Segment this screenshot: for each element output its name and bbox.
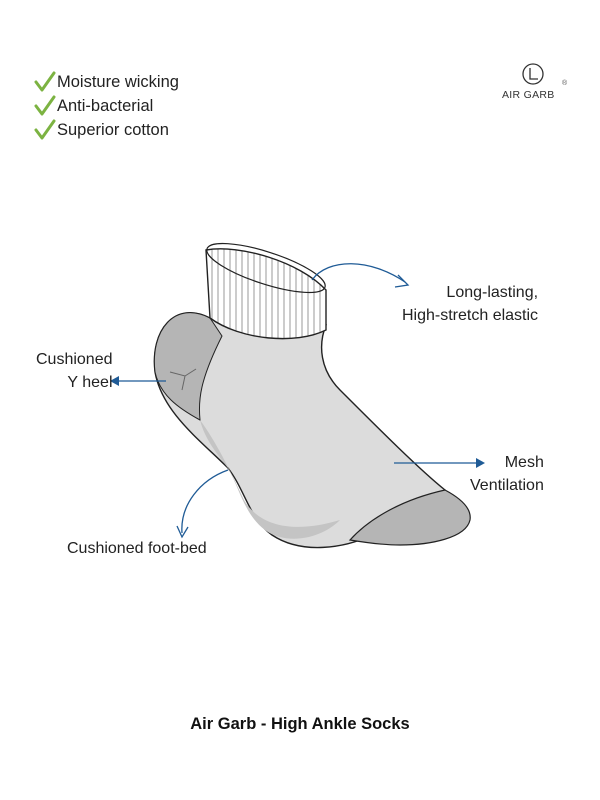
arrow-heel-icon bbox=[110, 376, 166, 386]
callout-elastic-line1: Long-lasting, bbox=[446, 284, 539, 301]
callout-heel: Cushioned Y heel bbox=[36, 348, 113, 394]
feature-item: Superior cotton bbox=[34, 118, 179, 142]
feature-item: Moisture wicking bbox=[34, 70, 179, 94]
sock-heel bbox=[153, 312, 223, 421]
check-icon bbox=[34, 119, 56, 140]
check-icon bbox=[34, 95, 56, 116]
arrow-footbed-icon bbox=[176, 469, 229, 539]
brand-name: AIR GARB bbox=[502, 89, 555, 101]
sock-footbed bbox=[200, 420, 340, 539]
feature-list: Moisture wicking Anti-bacterial Superior… bbox=[34, 70, 179, 142]
arrow-elastic-icon bbox=[311, 263, 410, 288]
callout-mesh-line2: Ventilation bbox=[470, 477, 544, 494]
brand-logo-icon bbox=[522, 63, 544, 85]
feature-label: Anti-bacterial bbox=[57, 96, 154, 115]
callout-heel-line2: Y heel bbox=[67, 374, 113, 391]
sock-cuff bbox=[205, 248, 327, 340]
feature-item: Anti-bacterial bbox=[34, 94, 179, 118]
registered-mark: ® bbox=[562, 80, 568, 87]
sock-toe bbox=[348, 489, 471, 546]
check-icon bbox=[34, 71, 56, 92]
callout-mesh-line1: Mesh bbox=[504, 454, 544, 471]
callout-heel-line1: Cushioned bbox=[36, 351, 113, 368]
callout-footbed: Cushioned foot-bed bbox=[67, 537, 207, 560]
callout-mesh: Mesh Ventilation bbox=[470, 451, 544, 497]
callout-footbed-line1: Cushioned foot-bed bbox=[67, 540, 207, 557]
callout-elastic-line2: High-stretch elastic bbox=[402, 307, 539, 324]
y-heel-seam bbox=[169, 368, 197, 391]
callout-elastic: Long-lasting, High-stretch elastic bbox=[402, 281, 538, 327]
sock-body bbox=[153, 312, 447, 549]
feature-label: Moisture wicking bbox=[57, 72, 179, 91]
feature-label: Superior cotton bbox=[57, 120, 169, 139]
arrow-mesh-icon bbox=[394, 458, 485, 468]
product-title: Air Garb - High Ankle Socks bbox=[190, 715, 410, 733]
sock-opening bbox=[206, 242, 326, 294]
